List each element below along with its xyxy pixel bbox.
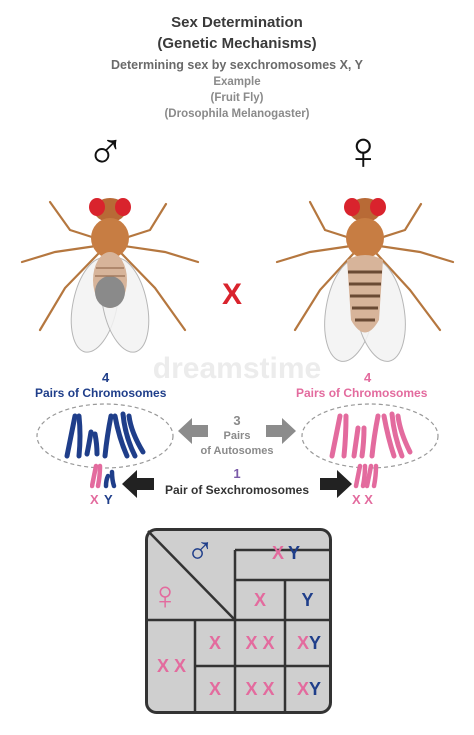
punnett-row1-xx: X X (245, 632, 275, 653)
punnett-left-xx: X X (156, 655, 186, 676)
cross-symbol: X (222, 278, 243, 311)
male-sex-x: X (90, 492, 99, 507)
punnett-row1-xy-y: Y (309, 632, 322, 653)
punnett-row1-head: X (208, 632, 221, 653)
autosome-count: 3 (233, 413, 241, 428)
autosome-line2: of Autosomes (200, 445, 274, 457)
female-sex-chromosomes (353, 463, 379, 489)
punnett-row2-xx: X X (245, 678, 275, 699)
female-fly-illustration (275, 198, 455, 362)
example-label: Example (213, 76, 261, 88)
male-fly-illustration (20, 198, 200, 353)
punnett-male-symbol-icon: ♂ (186, 529, 215, 571)
female-symbol-icon: ♀ (343, 121, 384, 181)
species-common: (Fruit Fly) (210, 92, 264, 104)
subtitle: Determining sex by sexchromosomes X, Y (111, 58, 363, 72)
arrow-right-black-icon (320, 470, 352, 498)
punnett-header-x: X (253, 589, 266, 610)
male-chromosome-count: 4 (102, 370, 110, 385)
male-symbol-icon: ♂ (86, 123, 125, 181)
punnett-header-xy-x: X (271, 542, 284, 563)
watermark: dreamstime (152, 352, 322, 385)
female-sex-xx: X X (352, 492, 373, 507)
punnett-square (145, 528, 332, 714)
male-sex-y: Y (104, 492, 113, 507)
punnett-header-y: Y (301, 589, 314, 610)
male-chromosome-set (36, 403, 174, 469)
punnett-header-xy-y: Y (287, 542, 300, 563)
sexchrom-count: 1 (233, 466, 241, 481)
punnett-row2-xy-x: X (296, 678, 309, 699)
female-chromosome-count: 4 (364, 370, 372, 385)
punnett-row2-head: X (208, 678, 221, 699)
male-chromosome-label: Pairs of Chromosomes (35, 386, 167, 400)
arrow-left-black-icon (122, 470, 154, 498)
sexchrom-label: Pair of Sexchromosomes (164, 483, 310, 497)
female-chromosome-set (301, 403, 439, 469)
title-line2: (Genetic Mechanisms) (157, 35, 317, 52)
arrow-left-gray-icon (178, 418, 208, 444)
species-latin: (Drosophila Melanogaster) (164, 108, 310, 120)
arrow-right-gray-icon (266, 418, 296, 444)
punnett-row2-xy-y: Y (309, 678, 322, 699)
autosome-line1: Pairs (223, 430, 251, 442)
title-line1: Sex Determination (171, 14, 303, 31)
female-chromosome-label: Pairs of Chromosomes (296, 386, 428, 400)
punnett-row1-xy-x: X (296, 632, 309, 653)
punnett-female-symbol-icon: ♀ (150, 574, 180, 618)
male-sex-chromosomes (90, 463, 117, 489)
